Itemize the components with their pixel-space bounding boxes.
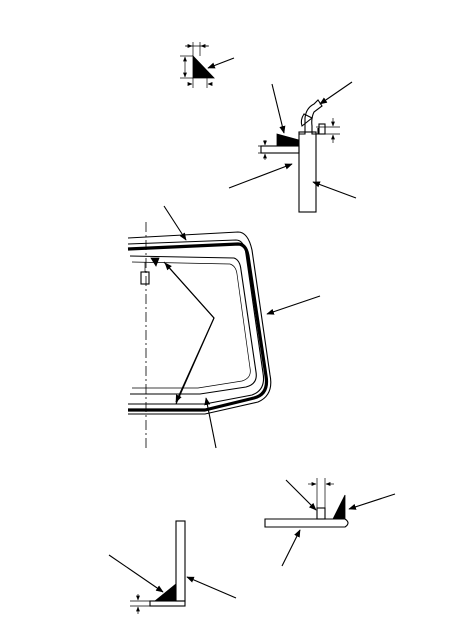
leader-glass	[228, 163, 293, 189]
adhesive-bead-lower	[153, 583, 177, 602]
molding-spacer	[150, 257, 160, 267]
leader-bead	[207, 57, 235, 69]
adhesive-bead	[276, 133, 300, 147]
leader-right-bead	[348, 493, 396, 510]
glass-lower-edge	[149, 600, 186, 607]
adhesive-bead-right	[332, 494, 346, 520]
leader-vertical-flange	[186, 576, 237, 599]
windshield-inner-edge	[127, 239, 265, 405]
rear-view-mirror-mount	[140, 271, 150, 285]
glass-opening-inner	[131, 261, 251, 389]
windshield-outer-edge	[127, 231, 272, 415]
spacer-block	[316, 507, 326, 520]
glass-opening-line	[129, 255, 257, 395]
leader-flange	[312, 181, 357, 199]
vertical-flange-detail	[108, 520, 237, 614]
leader-molding	[163, 205, 187, 241]
flange-horizontal	[264, 518, 349, 528]
windshield-main-view	[127, 205, 321, 450]
glass-flange-clip-detail	[228, 81, 357, 213]
retaining-clip	[299, 99, 323, 135]
horizontal-flange-detail	[264, 478, 396, 567]
adhesive-bead-triangle	[192, 55, 215, 79]
glass-edge	[260, 145, 300, 154]
leader-lower-adhesive	[108, 554, 164, 593]
leader-lower-bead	[204, 397, 217, 449]
leader-bead-side	[266, 295, 321, 315]
adhesive-bead-outline	[127, 242, 269, 412]
adhesive-bead-detail	[180, 42, 235, 88]
body-flange	[298, 131, 317, 213]
leader-horizontal-flange	[281, 529, 301, 567]
leader-clip	[319, 81, 353, 105]
flange-vertical	[175, 520, 186, 602]
leader-adhesive	[271, 83, 286, 134]
leader-spacer	[285, 479, 317, 511]
leader-spacers	[163, 261, 215, 405]
